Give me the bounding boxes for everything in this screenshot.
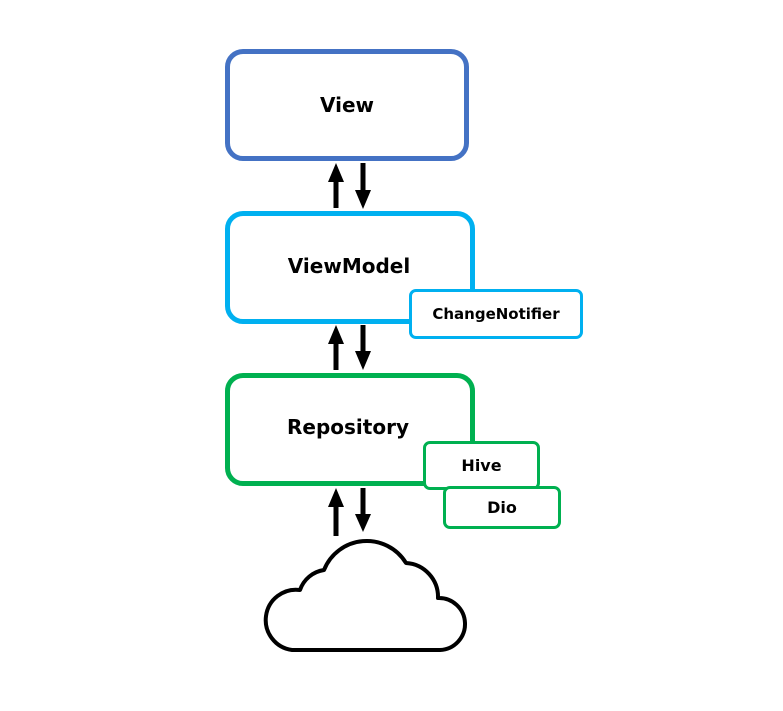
hive-badge: Hive	[423, 441, 540, 490]
cloud-icon	[263, 539, 467, 652]
arrow-up-repository-to-viewmodel	[328, 325, 344, 370]
hive-label: Hive	[461, 456, 502, 475]
dio-label: Dio	[487, 498, 517, 517]
repository-label: Repository	[287, 414, 409, 439]
dio-badge: Dio	[443, 486, 561, 529]
changenotifier-label: ChangeNotifier	[432, 305, 560, 323]
view-layer-box: View	[225, 49, 469, 161]
viewmodel-label: ViewModel	[287, 253, 411, 278]
viewmodel-layer-box: ViewModel	[225, 211, 475, 324]
arrow-down-viewmodel-to-repository	[355, 325, 371, 370]
view-label: View	[319, 93, 375, 117]
arrow-down-view-to-viewmodel	[355, 163, 371, 209]
arrow-up-cloud-to-repository	[328, 488, 344, 536]
changenotifier-badge: ChangeNotifier	[409, 289, 583, 339]
arrow-up-viewmodel-to-view	[328, 163, 344, 208]
arrow-down-repository-to-cloud	[355, 488, 371, 532]
